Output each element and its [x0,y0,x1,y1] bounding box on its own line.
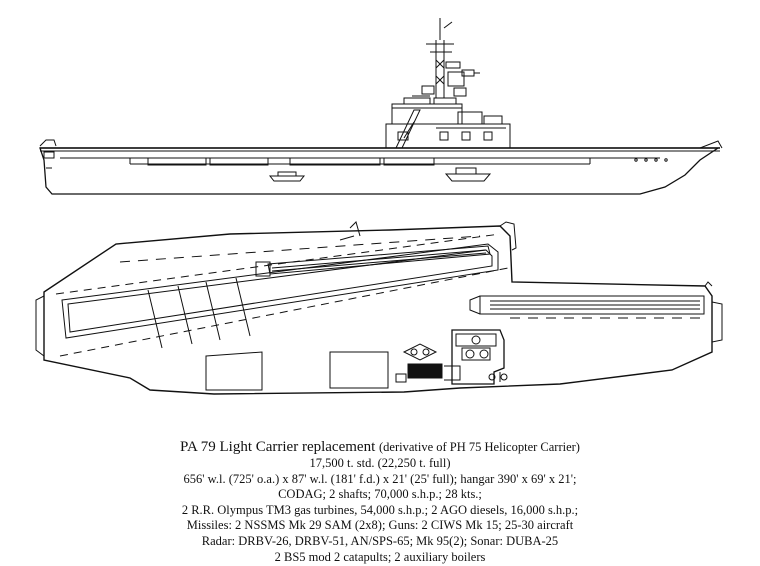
side-opening [383,157,435,166]
caption-title-line: PA 79 Light Carrier replacement (derivat… [0,438,760,456]
side-opening [289,157,381,166]
spec-line: CODAG; 2 shafts; 70,000 s.h.p.; 28 kts.; [278,487,482,502]
deck-structure [407,363,443,379]
spec-line: Missiles: 2 NSSMS Mk 29 SAM (2x8); Guns:… [186,518,574,533]
caption-subtitle: (derivative of PH 75 Helicopter Carrier) [379,440,580,454]
mast [412,18,467,98]
island-plan [395,329,508,385]
spec-line: 2 R.R. Olympus TM3 gas turbines, 54,000 … [181,502,579,517]
arrester-wires [147,277,251,349]
deck-outline [43,225,713,395]
stern-fitting [39,139,57,147]
boat [444,173,492,182]
hull-outline [39,147,721,195]
portholes [634,158,668,162]
spec-line: 17,500 t. std. (22,250 t. full) [309,456,451,470]
flight-deck-plan-view [35,221,723,395]
bow-catapult [469,295,705,319]
crane [395,109,421,149]
side-profile-view [39,18,723,195]
waist-catapult [255,221,491,277]
side-opening [147,157,207,166]
side-opening [209,157,269,166]
angled-deck [61,243,499,339]
boat [268,175,306,182]
island-superstructure [385,18,511,149]
spec-line: 656' w.l. (725' o.a.) x 87' w.l. (181' f… [183,471,577,486]
caption-title: PA 79 Light Carrier replacement [180,439,376,455]
spec-line: Radar: DRBV-26, DRBV-51, AN/SPS-65; Mk 9… [201,533,559,548]
elevator-mid [329,351,389,389]
caption: PA 79 Light Carrier replacement (derivat… [0,438,760,565]
parked-aircraft [402,343,438,361]
spec-line: 2 BS5 mod 2 catapults; 2 auxiliary boile… [274,549,486,564]
ship-drawing [35,18,723,395]
elevator-aft [205,351,263,391]
